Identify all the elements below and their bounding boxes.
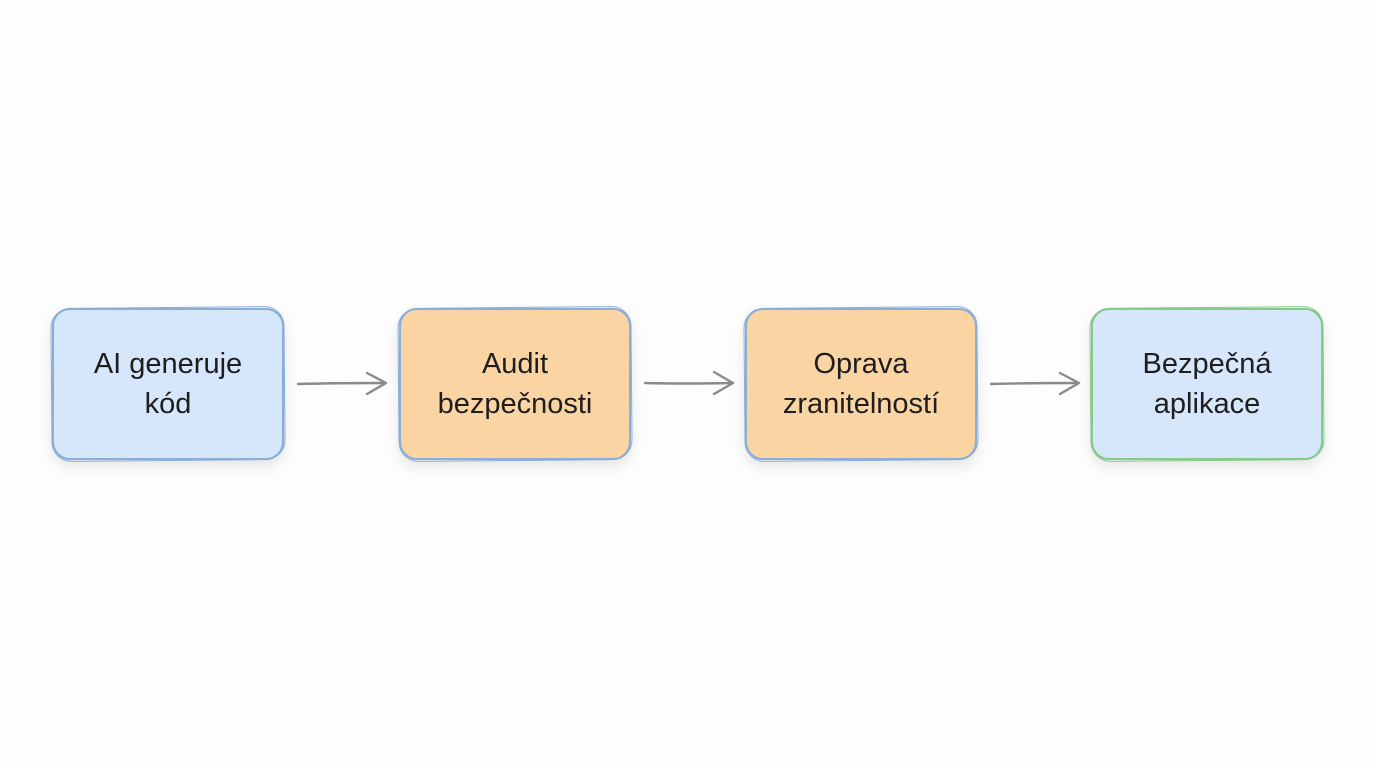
- step-fix-vulnerabilities: Oprava zranitelností: [743, 305, 979, 463]
- node-label-line-2: kód: [144, 388, 192, 420]
- arrow-right-icon: [643, 370, 735, 396]
- node-label-line-2: bezpečnosti: [437, 388, 593, 420]
- arrow-right-icon: [296, 371, 388, 396]
- step-secure-application: Bezpečná aplikace: [1089, 305, 1325, 463]
- node-label-line-2: zranitelností: [782, 388, 940, 420]
- node-label-line-1: Audit: [481, 348, 549, 380]
- node-label-line-2: aplikace: [1153, 388, 1261, 420]
- step-ai-generates-code: AI generuje kód: [50, 305, 286, 463]
- arrow-right-icon: [989, 371, 1081, 396]
- node-label-line-1: Bezpečná: [1142, 348, 1272, 380]
- node-label-line-1: AI generuje: [93, 348, 243, 380]
- step-security-audit: Audit bezpečnosti: [397, 305, 633, 463]
- node-label-line-1: Oprava: [813, 348, 909, 380]
